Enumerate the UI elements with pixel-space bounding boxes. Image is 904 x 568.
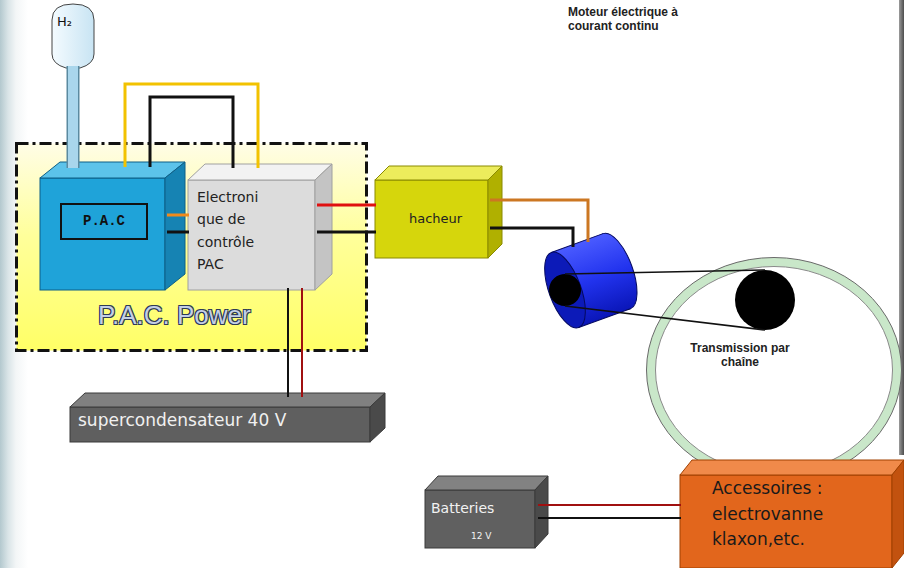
node-label: 12 V bbox=[471, 531, 491, 542]
box-side bbox=[535, 476, 548, 548]
text-slot: Moteur électrique à courant continu bbox=[568, 6, 686, 34]
system-region: P.A.C Electroni que de contrôle PAC P.A.C.… bbox=[15, 142, 368, 352]
drive-chain bbox=[565, 270, 765, 330]
text-slot: Electroni que de contrôle PAC bbox=[197, 186, 281, 276]
pipe-outline bbox=[67, 66, 80, 168]
wire-black-path bbox=[167, 231, 189, 234]
box-top bbox=[70, 393, 385, 407]
box-top bbox=[680, 460, 904, 475]
wheel: Transmission par chaîne bbox=[647, 258, 901, 482]
box-front bbox=[40, 178, 165, 290]
wire-black bbox=[288, 288, 289, 397]
box-side bbox=[488, 166, 502, 258]
node-label: hacheur bbox=[409, 211, 462, 227]
battery-box: Batteries 12 V bbox=[425, 476, 548, 548]
control-box: Electroni que de contrôle PAC bbox=[188, 164, 332, 290]
text-slot: H₂ bbox=[57, 11, 89, 30]
text-slot: Transmission par chaîne bbox=[690, 342, 790, 370]
box-side bbox=[315, 164, 332, 290]
supercapacitor-box: supercondensateur 40 V bbox=[70, 393, 385, 442]
wire-red-path bbox=[317, 204, 376, 207]
node-label: Transmission par chaîne bbox=[690, 342, 790, 370]
wheel-outline bbox=[656, 267, 893, 474]
box-front bbox=[425, 490, 535, 548]
node-label: P.A.C bbox=[60, 203, 148, 240]
wire-orange bbox=[490, 200, 588, 242]
hydrogen-pipe bbox=[73, 66, 74, 168]
node-label: supercondensateur 40 V bbox=[78, 410, 286, 430]
hydrogen-pipe-path bbox=[68, 66, 78, 168]
node-label: Accessoires : electrovanne klaxon,etc. bbox=[712, 476, 882, 553]
box-top bbox=[40, 162, 185, 178]
text-slot: P.A.C. Power bbox=[98, 300, 328, 331]
wire-black bbox=[317, 232, 376, 233]
wire-orange bbox=[167, 215, 189, 216]
wire-red bbox=[538, 505, 681, 506]
box-top bbox=[188, 164, 332, 180]
text-slot: Batteries bbox=[431, 498, 527, 517]
text-slot: hacheur bbox=[409, 208, 479, 227]
text-slot: 12 V bbox=[471, 524, 511, 543]
wire-black-path bbox=[490, 228, 573, 247]
box-front bbox=[70, 407, 370, 442]
wire-red-path bbox=[301, 288, 303, 397]
chopper-box: hacheur bbox=[375, 166, 502, 258]
dc-motor-outline bbox=[515, 238, 633, 342]
wheel-outline bbox=[647, 258, 901, 482]
node-label: Electroni que de contrôle PAC bbox=[197, 186, 281, 276]
node-label: Moteur électrique à courant continu bbox=[568, 6, 686, 34]
wire-yellow-path bbox=[125, 84, 258, 168]
wire-black bbox=[538, 518, 681, 519]
wire-black bbox=[167, 232, 189, 233]
dash-dot-border bbox=[17, 144, 367, 351]
motor-sprocket bbox=[544, 269, 585, 310]
wire-orange-path bbox=[490, 200, 588, 242]
node-label: P.A.C. Power bbox=[98, 300, 251, 331]
wheel-sprocket bbox=[735, 270, 795, 330]
wire-black-path bbox=[150, 97, 233, 168]
box-top bbox=[375, 166, 502, 180]
node-label: Batteries bbox=[431, 500, 494, 517]
box-front bbox=[188, 180, 315, 290]
box-top bbox=[425, 476, 548, 490]
motor-face bbox=[536, 247, 593, 333]
box-side bbox=[892, 460, 904, 568]
wire-red-path bbox=[538, 504, 681, 506]
wheel-rim bbox=[651, 262, 897, 478]
hydrogen-tank: H₂ bbox=[50, 2, 96, 68]
wire-black-path bbox=[538, 517, 681, 519]
hydrogen-tank-outline bbox=[50, 2, 96, 68]
text-slot: supercondensateur 40 V bbox=[78, 410, 348, 430]
text-slot: Accessoires : electrovanne klaxon,etc. bbox=[712, 476, 882, 553]
wire-black bbox=[490, 228, 573, 247]
wheel-outline bbox=[647, 258, 902, 483]
fuel-cell-box: P.A.C bbox=[40, 162, 185, 290]
box-side bbox=[370, 393, 385, 442]
box-side bbox=[165, 162, 185, 290]
wire-black-path bbox=[317, 231, 376, 234]
wire-red bbox=[302, 288, 303, 397]
box-front bbox=[680, 475, 892, 568]
text-slot: P.A.C bbox=[60, 203, 148, 240]
wire-red bbox=[317, 205, 376, 206]
wire-orange-path bbox=[167, 214, 189, 217]
wire-yellow bbox=[125, 84, 258, 168]
accessories-box: Accessoires : electrovanne klaxon,etc. bbox=[680, 460, 904, 568]
node-label: H₂ bbox=[57, 14, 72, 30]
box-front bbox=[375, 180, 488, 258]
wire-black-path bbox=[287, 288, 289, 397]
dc-motor: Moteur électrique à courant continu bbox=[515, 238, 633, 342]
tank-body bbox=[52, 4, 94, 68]
wire-black bbox=[150, 97, 233, 168]
